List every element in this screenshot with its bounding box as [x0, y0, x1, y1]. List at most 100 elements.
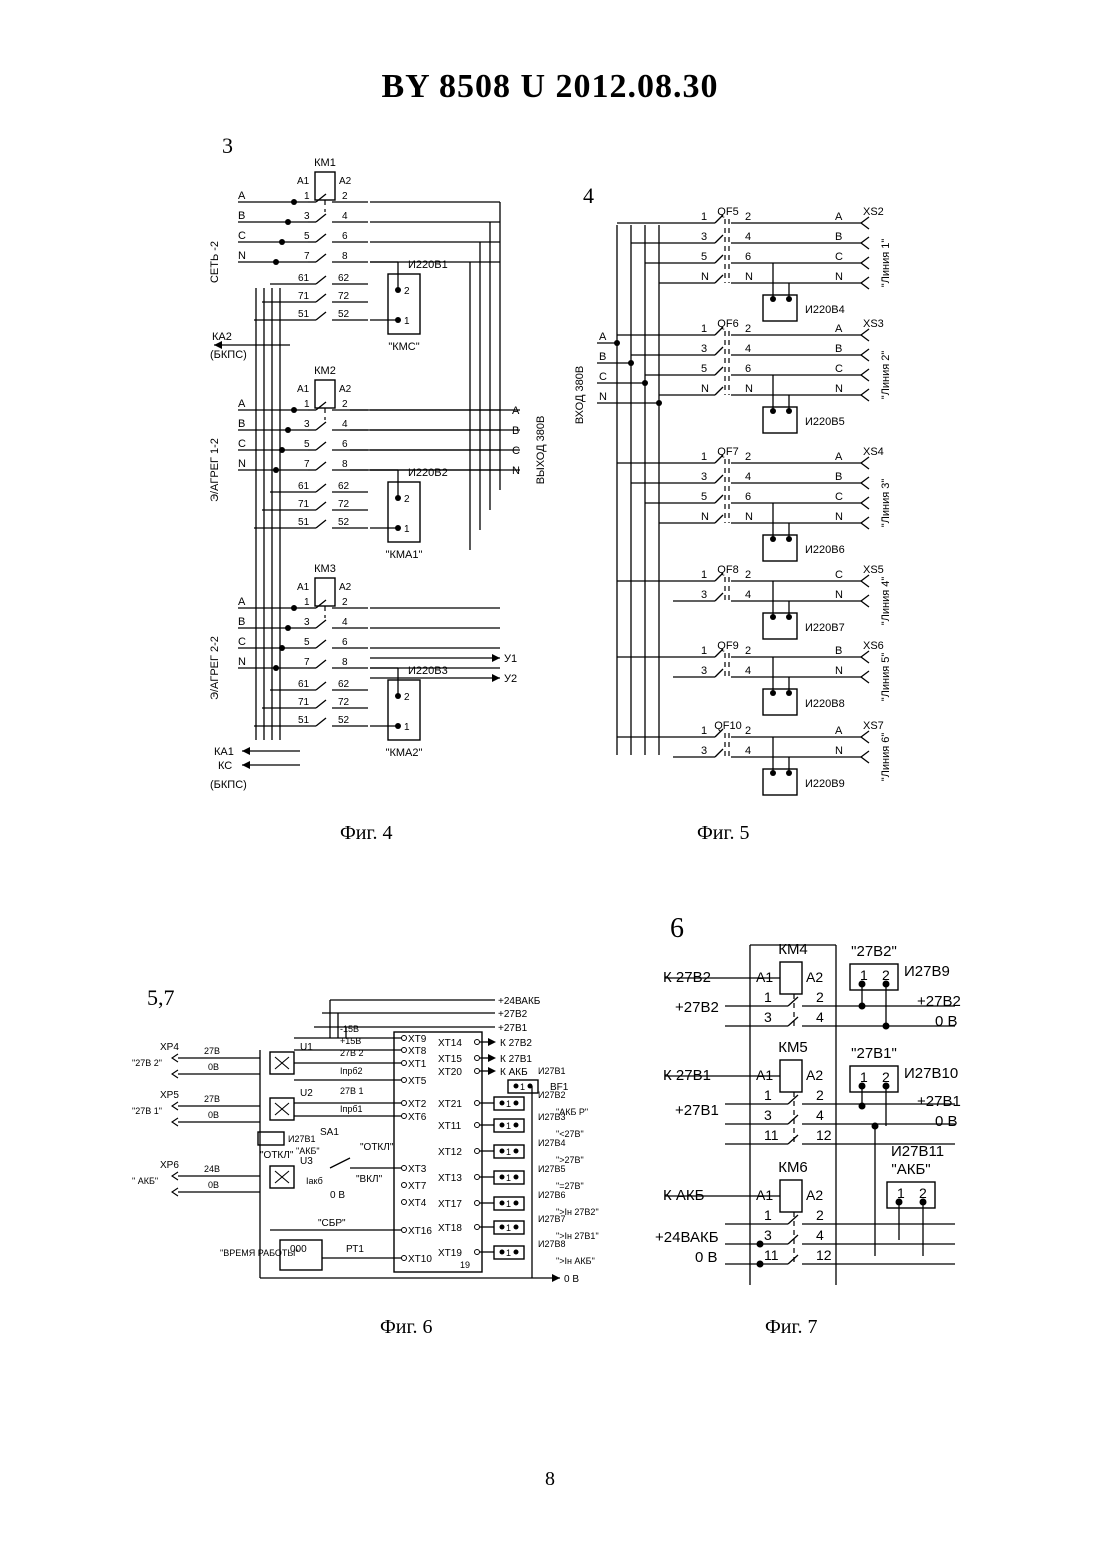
junction-dot: [859, 1103, 866, 1110]
terminal-icon: [402, 1048, 407, 1053]
wire: [316, 502, 326, 510]
wire: [861, 389, 869, 395]
terminal-icon: [475, 1250, 480, 1255]
pole-num: 4: [745, 589, 751, 601]
wire: [861, 277, 869, 283]
contact-input: +27В1: [675, 1102, 719, 1119]
phase-label: N: [238, 656, 246, 668]
junction-dot: [285, 625, 291, 631]
wire: [788, 1115, 798, 1124]
pole-num: 1: [701, 211, 707, 223]
output-label: +27В2: [917, 993, 961, 1010]
line-phase: N: [835, 745, 843, 757]
indicator-id: И220В4: [805, 304, 845, 316]
terminal-a2: А2: [806, 1187, 823, 1203]
junction-dot: [514, 1149, 519, 1154]
connector-g: 0В: [208, 1180, 219, 1190]
aux-num: 52: [338, 309, 350, 320]
indicator-id: И220В8: [805, 698, 845, 710]
wire: [715, 255, 723, 263]
pole-num: 1: [701, 323, 707, 335]
junction-dot: [279, 239, 285, 245]
pole-num: N: [745, 511, 753, 523]
led-pin: 1: [520, 1082, 525, 1092]
wire: [316, 660, 326, 668]
socket-label: XS4: [863, 446, 884, 458]
pole-num: 3: [701, 343, 707, 355]
pole-num: 4: [745, 745, 751, 757]
phase-label: В: [238, 616, 245, 628]
internal-label: Iпрб2: [340, 1066, 363, 1076]
phase-label: С: [238, 636, 246, 648]
junction-dot: [500, 1201, 505, 1206]
junction-dot: [872, 1123, 879, 1130]
terminal-icon: [402, 1061, 407, 1066]
breaker-label: QF9: [717, 640, 738, 652]
connector-name: " АКБ": [132, 1176, 158, 1186]
led-pin: 1: [506, 1199, 511, 1209]
relay-coil: [780, 1060, 802, 1092]
input-phase: N: [599, 391, 607, 403]
contact-num: 2: [342, 191, 348, 202]
contact-num: 2: [342, 597, 348, 608]
led-id: И27В6: [538, 1190, 566, 1200]
aux-num: 61: [298, 481, 310, 492]
wire: [316, 620, 326, 628]
wire: [316, 254, 326, 262]
arrow-icon: [488, 1038, 496, 1046]
fig7-diagram: КМ4А1А2К 27В21234КМ5А1А2К 27В112341112КМ…: [655, 920, 975, 1290]
line-phase: А: [835, 211, 843, 223]
led-id: И27В1: [538, 1066, 566, 1076]
rail-label: +27В2: [498, 1009, 528, 1020]
wire: [861, 757, 869, 763]
aux-num: 52: [338, 715, 350, 726]
indicator-label: "АКБ": [891, 1161, 930, 1178]
junction-dot: [514, 1225, 519, 1230]
indicator-id: И220В3: [408, 665, 448, 677]
contact-input: +27В2: [675, 999, 719, 1016]
junction-dot: [500, 1250, 505, 1255]
arrow-icon: [552, 1274, 560, 1282]
wire: [715, 593, 723, 601]
internal-label: 0 В: [330, 1190, 345, 1201]
contact-num: 4: [342, 617, 348, 628]
wire: [861, 483, 869, 489]
pole-num: 1: [701, 451, 707, 463]
group-label: СЕТЬ -2: [209, 241, 221, 283]
wire: [861, 237, 869, 243]
contact-num: 7: [304, 251, 310, 262]
junction-dot: [859, 1003, 866, 1010]
wire: [861, 601, 869, 607]
wire: [316, 682, 326, 690]
runtime-label: "ВРЕМЯ РАБОТЫ": [220, 1248, 299, 1258]
led-pin: 1: [506, 1223, 511, 1233]
indicator-id: И220В5: [805, 416, 845, 428]
contact-num: 3: [304, 617, 310, 628]
indicator-label: "КМА1": [386, 549, 423, 561]
contact-num: 3: [304, 211, 310, 222]
indicator-box: [850, 1066, 898, 1092]
input-phase: В: [599, 351, 606, 363]
pin-num: 2: [816, 989, 824, 1005]
output-label: 0 В: [935, 1113, 958, 1130]
pin-num: 4: [816, 1009, 824, 1025]
indicator-box: [850, 964, 898, 990]
wire: [861, 523, 869, 529]
pole-num: 5: [701, 251, 707, 263]
pole-num: 2: [745, 323, 751, 335]
terminal-icon: [402, 1228, 407, 1233]
indicator-label: "27В2": [851, 943, 897, 960]
wire: [861, 751, 869, 757]
xt-right-label: К 27В2: [500, 1038, 532, 1049]
plug-icon: [172, 1102, 178, 1126]
junction-dot: [273, 665, 279, 671]
line-phase: В: [835, 645, 842, 657]
pole-num: 2: [745, 451, 751, 463]
pole-num: 3: [701, 231, 707, 243]
wire: [788, 1135, 798, 1144]
breaker-label: QF10: [714, 720, 742, 732]
junction-dot: [273, 259, 279, 265]
contact-num: 6: [342, 637, 348, 648]
contact-num: 6: [342, 439, 348, 450]
fig5-caption: Фиг. 5: [697, 822, 749, 845]
